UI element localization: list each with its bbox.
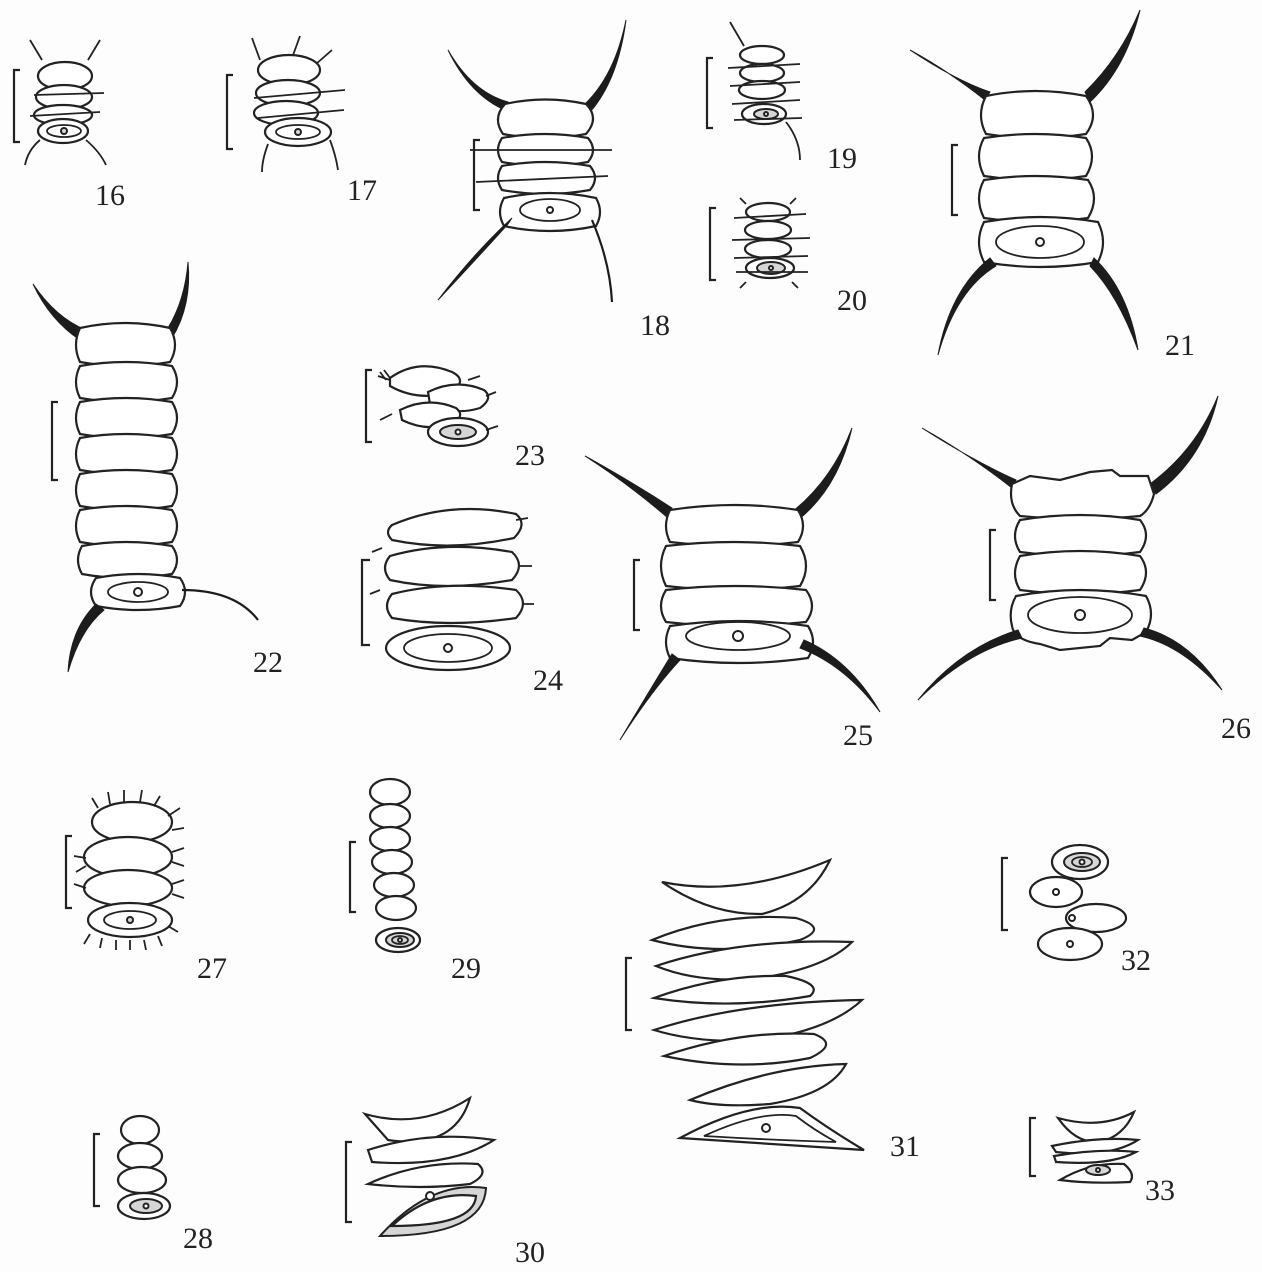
figure-label-27: 27 bbox=[197, 952, 227, 985]
scale-bar bbox=[634, 560, 640, 630]
figure-label-16: 16 bbox=[95, 179, 125, 212]
figure-label-19: 19 bbox=[827, 142, 857, 175]
figure-17: 17 bbox=[227, 36, 377, 207]
figure-label-20: 20 bbox=[837, 284, 867, 317]
figure-23: 23 bbox=[366, 366, 545, 472]
figure-label-32: 32 bbox=[1121, 944, 1151, 977]
figure-16: 16 bbox=[14, 40, 125, 212]
figure-label-21: 21 bbox=[1165, 329, 1195, 362]
figure-18: 18 bbox=[438, 20, 670, 342]
scale-bar bbox=[14, 70, 20, 142]
figure-30: 30 bbox=[346, 1098, 545, 1269]
scale-bar bbox=[1030, 1118, 1036, 1176]
figure-27: 27 bbox=[66, 790, 227, 985]
scale-bar bbox=[52, 402, 58, 480]
figure-19: 19 bbox=[707, 22, 857, 175]
scale-bar bbox=[346, 1142, 352, 1222]
figure-33: 33 bbox=[1030, 1112, 1175, 1207]
figure-label-24: 24 bbox=[533, 664, 563, 697]
figure-31: 31 bbox=[626, 860, 920, 1163]
figure-22: 22 bbox=[33, 262, 283, 679]
figure-label-25: 25 bbox=[843, 719, 873, 752]
scale-bar bbox=[710, 208, 716, 280]
figure-25: 25 bbox=[585, 428, 880, 752]
figure-20: 20 bbox=[710, 198, 867, 317]
figure-29: 29 bbox=[350, 779, 481, 985]
scale-bar bbox=[94, 1134, 100, 1206]
scale-bar bbox=[362, 560, 370, 645]
figure-label-17: 17 bbox=[347, 174, 377, 207]
scale-bar bbox=[1002, 858, 1008, 930]
scale-bar bbox=[626, 958, 632, 1030]
figure-label-29: 29 bbox=[451, 952, 481, 985]
scale-bar bbox=[366, 370, 372, 442]
figure-label-33: 33 bbox=[1145, 1174, 1175, 1207]
figure-26: 26 bbox=[918, 396, 1251, 745]
figure-21: 21 bbox=[910, 10, 1195, 362]
scale-bar bbox=[227, 75, 233, 149]
figure-24: 24 bbox=[362, 509, 563, 697]
figure-28: 28 bbox=[94, 1116, 213, 1255]
figure-label-18: 18 bbox=[640, 309, 670, 342]
figure-label-26: 26 bbox=[1221, 712, 1251, 745]
figure-label-31: 31 bbox=[890, 1130, 920, 1163]
figure-label-28: 28 bbox=[183, 1222, 213, 1255]
scale-bar bbox=[66, 836, 72, 908]
figure-32: 32 bbox=[1002, 845, 1151, 977]
figure-label-22: 22 bbox=[253, 646, 283, 679]
scale-bar bbox=[350, 842, 356, 912]
figure-label-30: 30 bbox=[515, 1236, 545, 1269]
scale-bar bbox=[990, 530, 996, 600]
scale-bar bbox=[707, 58, 713, 128]
scale-bar bbox=[952, 145, 958, 215]
figure-label-23: 23 bbox=[515, 439, 545, 472]
